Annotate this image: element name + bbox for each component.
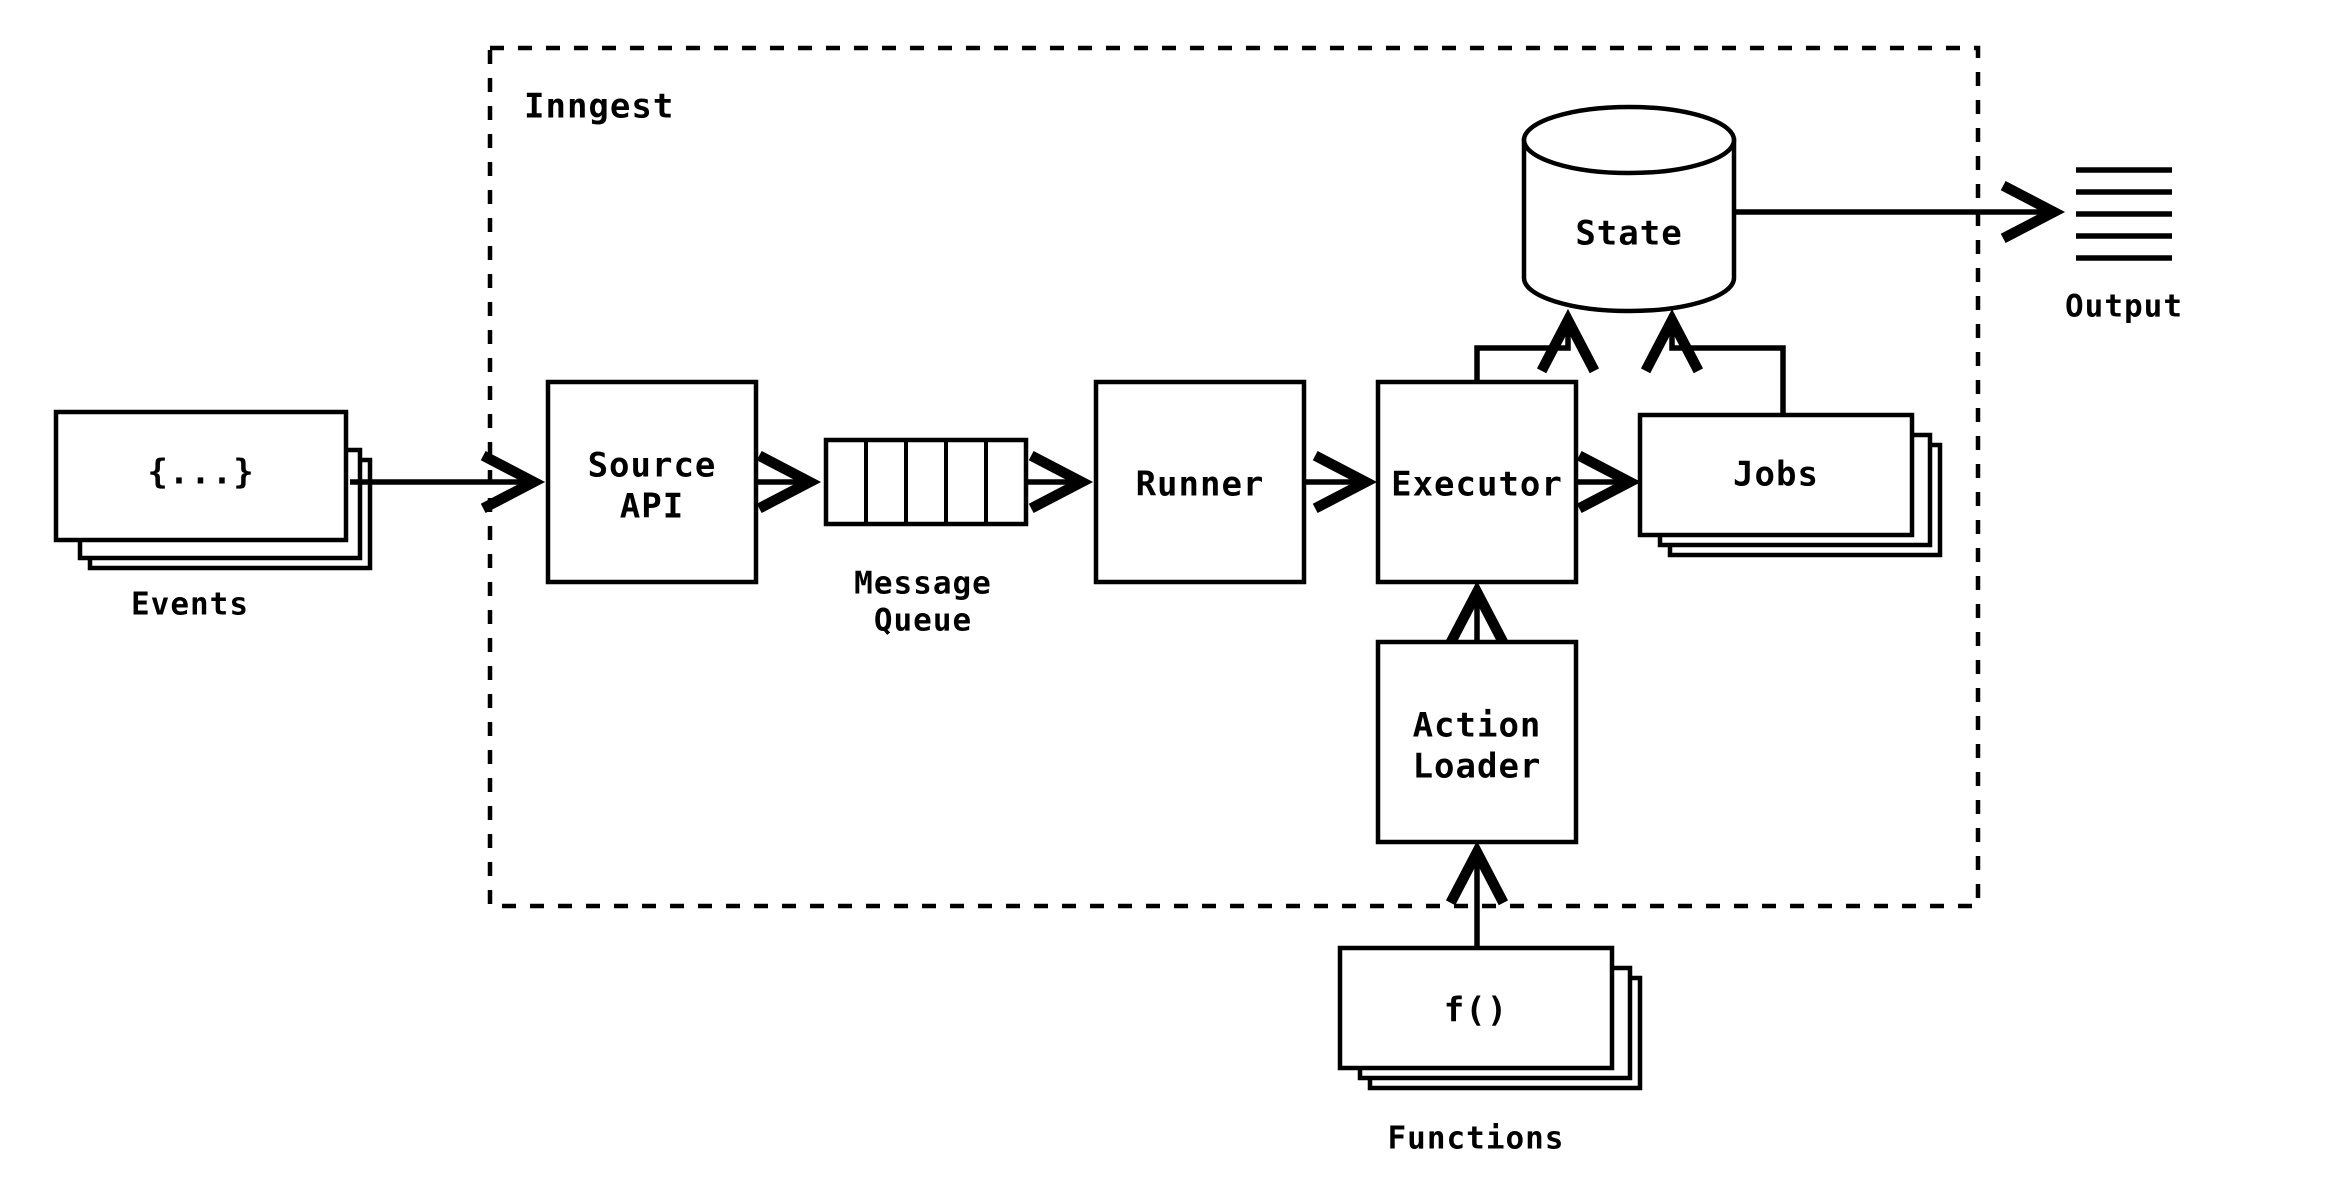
- functions-label: f(): [1444, 991, 1508, 1031]
- source-api-node: Source API: [545, 379, 759, 585]
- state-cylinder-top: [1521, 104, 1737, 176]
- source-api-label-line2: API: [620, 487, 684, 527]
- action-loader-node: Action Loader: [1375, 639, 1579, 845]
- message-queue-caption-line2: Queue: [874, 603, 972, 639]
- output-caption: Output: [2065, 289, 2183, 325]
- executor-box: [1375, 379, 1579, 585]
- state-cylinder-body: [1521, 137, 1737, 314]
- events-card-layer-1: [53, 409, 349, 543]
- message-queue-caption-line1: Message: [854, 566, 992, 602]
- edge-jobs-to-state: [1640, 308, 1786, 415]
- functions-card-layer-1: [1337, 945, 1615, 1071]
- output-lines-icon: [2076, 167, 2172, 261]
- jobs-node: Jobs: [1637, 412, 1943, 558]
- runner-node: Runner: [1093, 379, 1307, 585]
- events-caption: Events: [131, 587, 249, 623]
- source-api-label-line1: Source: [588, 446, 717, 486]
- functions-node: f() Functions: [1337, 945, 1643, 1157]
- jobs-label: Jobs: [1733, 455, 1819, 495]
- state-node: State: [1521, 104, 1737, 314]
- state-label: State: [1575, 214, 1682, 254]
- jobs-card-layer-1: [1637, 412, 1915, 538]
- executor-node: Executor: [1375, 379, 1579, 585]
- group-title: Inngest: [524, 87, 674, 127]
- action-loader-label-line2: Loader: [1413, 747, 1542, 787]
- action-loader-label-line1: Action: [1413, 706, 1542, 746]
- runner-label: Runner: [1136, 465, 1265, 505]
- edge-executor-to-state: [1474, 308, 1600, 382]
- source-api-box: [545, 379, 759, 585]
- message-queue-box: [823, 437, 1029, 527]
- runner-box: [1093, 379, 1307, 585]
- events-node: {...} Events: [53, 409, 373, 623]
- executor-label: Executor: [1391, 465, 1563, 505]
- functions-caption: Functions: [1388, 1121, 1565, 1157]
- message-queue-node: Message Queue: [823, 437, 1029, 639]
- output-node: Output: [2065, 167, 2183, 325]
- events-label: {...}: [147, 453, 254, 493]
